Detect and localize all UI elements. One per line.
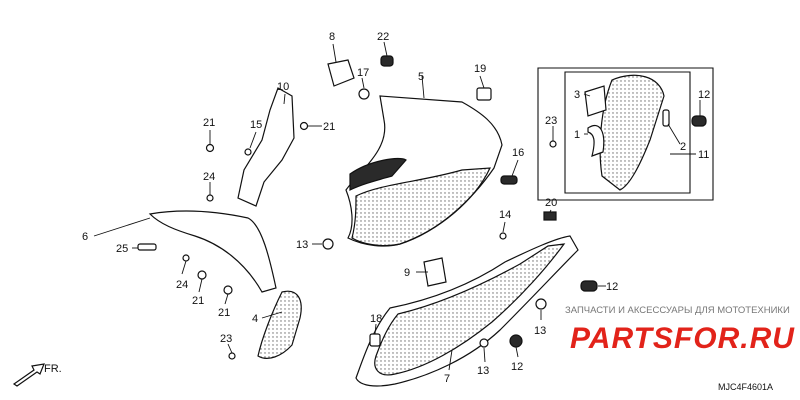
inset-inner-box [564,71,691,194]
bolt-23-inset [549,140,557,148]
bracket-part-3 [584,85,607,117]
callout-part-24-upper: 24 [203,171,215,183]
callout-part-12-low: 12 [511,361,523,373]
clip-part-19 [476,87,492,101]
inner-panel-part-11 [599,74,665,191]
bolt-12-inset [691,115,707,127]
bolt-21-low [223,285,233,295]
callout-part-3: 3 [574,89,580,101]
nut-part-20 [543,211,557,221]
callout-part-22: 22 [377,31,389,43]
bolt-24-lower [182,254,190,262]
callout-part-21-a: 21 [203,117,215,129]
callout-part-7: 7 [444,373,450,385]
callout-part-4: 4 [252,313,258,325]
callout-part-23-low: 23 [220,333,232,345]
callout-part-21-b: 21 [323,121,335,133]
clip-part-2 [662,109,670,127]
front-direction-indicator: FR. [12,363,62,387]
callout-part-13-right: 13 [534,325,546,337]
callout-part-17: 17 [357,67,369,79]
bolt-23-low [228,352,236,360]
bolt-12-low [509,334,523,348]
callout-part-21-d: 21 [218,307,230,319]
callout-part-14: 14 [499,209,511,221]
lower-cowl-texture [374,243,566,376]
strip-part-1 [587,124,605,157]
bolt-12-mid [580,280,598,292]
bolt-24-upper [206,194,214,202]
leader-lines [93,41,701,371]
bolt-21-upper-left [205,143,215,153]
bolt-13-right [535,298,547,310]
callout-part-16: 16 [512,147,524,159]
callout-part-15: 15 [250,119,262,131]
callout-part-10: 10 [277,81,289,93]
front-arrow-label: FR. [44,363,62,375]
upper-cowl-dark-panel [349,157,407,191]
callout-part-13-low: 13 [477,365,489,377]
bolt-13-left [322,238,334,250]
callout-part-5: 5 [418,71,424,83]
callout-part-8: 8 [329,31,335,43]
screw-25 [137,243,157,251]
watermark-logo-text: PARTSFOR.RU [570,322,795,355]
callout-part-13-left: 13 [296,239,308,251]
callout-part-24-lower: 24 [176,279,188,291]
bolt-13-low [479,338,489,348]
stay-part-8 [327,59,355,87]
clip-part-18 [369,333,381,347]
callout-part-20: 20 [545,197,557,209]
bracket-part-10 [237,87,295,207]
bolt-16 [500,175,518,185]
bolt-21-mid [197,270,207,280]
callout-part-18: 18 [370,313,382,325]
callout-part-9: 9 [404,267,410,279]
upper-cowl-texture [351,167,491,247]
callout-part-21-c: 21 [192,295,204,307]
inset-box [537,67,714,201]
callout-part-1: 1 [574,129,580,141]
watermark-subtitle: ЗАПЧАСТИ И АКСЕССУАРЫ ДЛЯ МОТОТЕХНИКИ [565,305,790,316]
bolt-part-22 [380,55,394,67]
callout-part-23-inset: 23 [545,115,557,127]
bolt-21-upper-right [299,121,309,131]
callout-part-2: 2 [680,141,686,153]
stay-part-9 [423,257,447,287]
side-panel-part-6 [148,210,277,293]
bolt-15 [244,148,252,156]
callout-part-12-inset: 12 [698,89,710,101]
callout-part-25: 25 [116,243,128,255]
bolt-14 [499,232,507,240]
inner-fairing-part-4 [257,290,302,359]
callout-part-19: 19 [474,63,486,75]
callout-part-12-mid: 12 [606,281,618,293]
front-arrow-icon [12,363,45,387]
callout-part-6: 6 [82,231,88,243]
grommet-part-17 [358,88,370,100]
drawing-code: MJC4F4601A [718,382,773,392]
callout-part-11: 11 [698,149,709,161]
